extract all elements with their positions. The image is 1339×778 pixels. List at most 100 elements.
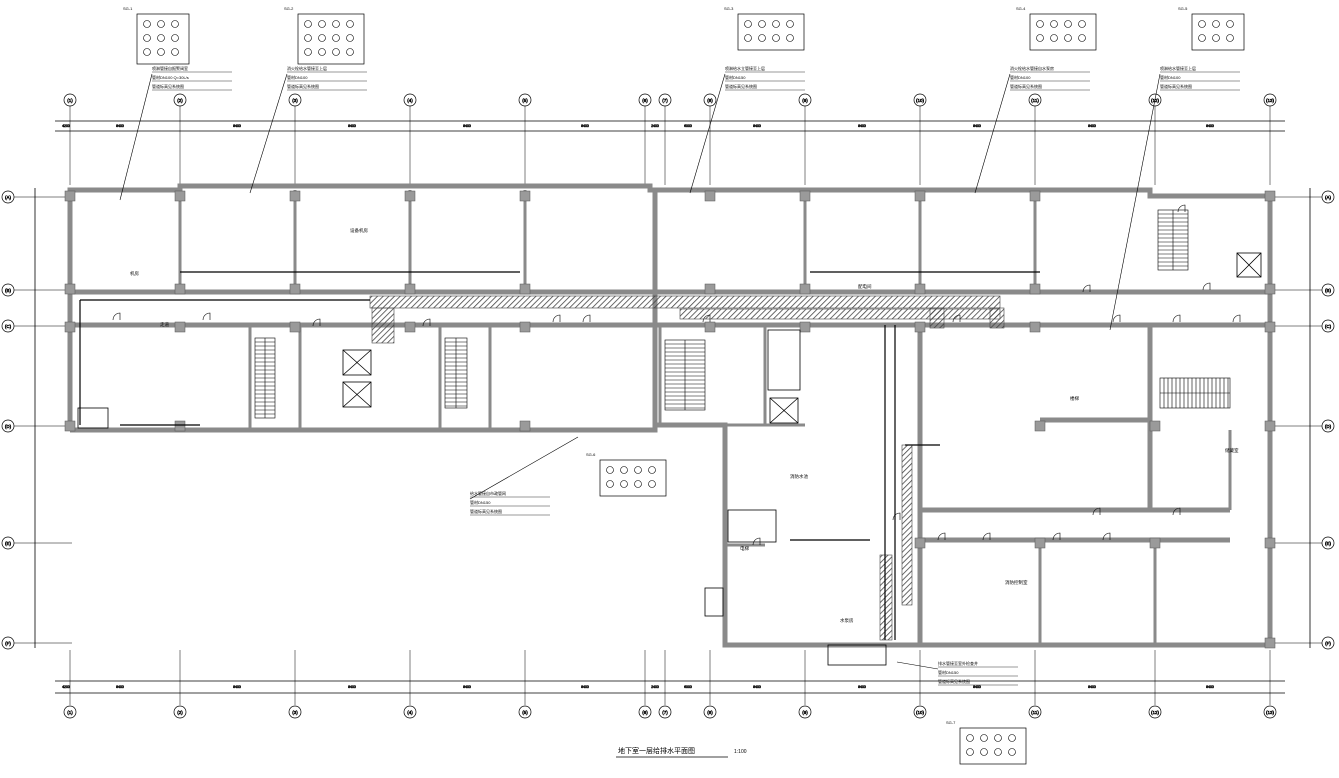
detail-note: 管材DN150 [938, 669, 959, 675]
grid-bubble-label: (4) [407, 710, 413, 715]
sprinkler-head [1036, 20, 1044, 28]
grid-bubble [798, 705, 812, 719]
grid-bubble [913, 705, 927, 719]
grid-bubble [518, 705, 532, 719]
grid-bubble-label: (6) [642, 98, 648, 103]
sprinkler-head [1078, 20, 1086, 28]
grid-bubble-label: (1) [67, 710, 73, 715]
dimension-value: 2400 [651, 685, 659, 689]
door-swing [312, 318, 321, 327]
column [1029, 190, 1041, 202]
dimension-value: 8400 [1206, 685, 1214, 689]
door-swing [1177, 204, 1186, 213]
sprinkler-head [744, 20, 752, 28]
column [1264, 537, 1276, 549]
detail-note: 管材DN100 Q=30L/s [152, 74, 189, 80]
room-label: 机房 [130, 270, 139, 277]
column [914, 190, 926, 202]
grid-bubble-label: (12) [1151, 710, 1160, 715]
column [64, 190, 76, 202]
detail-box [136, 13, 190, 65]
grid-bubble [1, 536, 15, 550]
column [174, 190, 186, 202]
sprinkler-head [346, 48, 354, 56]
detail-tag: SG-7 [946, 720, 956, 725]
door-swing [112, 312, 121, 321]
detail-tag: SG-1 [123, 6, 133, 11]
leader-line [974, 73, 1011, 194]
dimension-value: 8400 [348, 124, 356, 128]
room-label: 电梯 [740, 545, 749, 552]
column [1264, 283, 1276, 295]
sprinkler-head [772, 34, 780, 42]
door-swing [1172, 314, 1181, 323]
drawing-title: 地下室一层给排水平面图 [618, 746, 695, 755]
sprinkler-head [980, 748, 988, 756]
door-swing [1052, 532, 1061, 541]
grid-bubble [913, 93, 927, 107]
grid-bubble [1, 636, 15, 650]
sprinkler-head [1008, 734, 1016, 742]
sprinkler-head [1226, 34, 1234, 42]
dimension-value: 6000 [684, 124, 692, 128]
dimension-value: 8400 [581, 124, 589, 128]
dimension-value: 8400 [463, 124, 471, 128]
sprinkler-head [648, 480, 656, 488]
dimension-value: 8400 [973, 685, 981, 689]
grid-bubble-label: (9) [802, 710, 808, 715]
grid-bubble-label: (10) [916, 98, 925, 103]
door-swing [582, 314, 591, 323]
sprinkler-head [171, 34, 179, 42]
detail-note: 排水管接至室外检查井 [938, 660, 978, 666]
grid-bubble-label: (D) [5, 424, 12, 429]
sprinkler-head [157, 20, 165, 28]
detail-tag: SG-3 [724, 6, 734, 11]
grid-bubble-label: (9) [802, 98, 808, 103]
column [64, 283, 76, 295]
grid-bubble-label: (F) [5, 641, 11, 646]
door-swing [752, 537, 761, 546]
detail-tag: SG-5 [1178, 6, 1188, 11]
dimension-value: 8400 [1088, 685, 1096, 689]
column [289, 190, 301, 202]
door-swing [1102, 532, 1111, 541]
leader-line [119, 73, 153, 201]
dimension-value: 8400 [1206, 124, 1214, 128]
detail-note: 管道标高见系统图 [725, 83, 757, 89]
dimension-value: 8400 [753, 685, 761, 689]
detail-note: 管材DN100 [1010, 74, 1031, 80]
column [1264, 637, 1276, 649]
column [64, 321, 76, 333]
detail-note: 管道标高见系统图 [938, 678, 970, 684]
detail-note: 管材DN100 [287, 74, 308, 80]
detail-note: 消火栓给水管接至上层 [287, 65, 327, 71]
column [1034, 420, 1046, 432]
sprinkler-head [1064, 34, 1072, 42]
dimension-value: 4200 [62, 685, 70, 689]
sprinkler-head [1036, 34, 1044, 42]
grid-bubble-label: (B) [1325, 288, 1332, 293]
detail-note: 管道标高见系统图 [287, 83, 319, 89]
column [914, 321, 926, 333]
detail-box [959, 727, 1027, 765]
column [1149, 420, 1161, 432]
sprinkler-head [1064, 20, 1072, 28]
detail-note: 管道标高见系统图 [1160, 83, 1192, 89]
detail-box [737, 13, 805, 51]
grid-bubble [1028, 93, 1042, 107]
column [1149, 537, 1161, 549]
room-label: 配电间 [858, 283, 872, 290]
grid-bubble [1263, 93, 1277, 107]
grid-bubble-label: (E) [1325, 541, 1332, 546]
sprinkler-head [606, 466, 614, 474]
dimension-value: 8400 [858, 124, 866, 128]
detail-box [599, 459, 667, 497]
sprinkler-head [318, 48, 326, 56]
vertical-grid-lines: (1)(1)(2)(2)(3)(3)(4)(4)(5)(5)(6)(6)(7)(… [62, 93, 1277, 719]
dimension-value: 6000 [684, 685, 692, 689]
column [1029, 283, 1041, 295]
sprinkler-head [772, 20, 780, 28]
grid-bubble-label: (B) [5, 288, 12, 293]
sprinkler-head [1198, 20, 1206, 28]
grid-bubble-label: (8) [707, 710, 713, 715]
